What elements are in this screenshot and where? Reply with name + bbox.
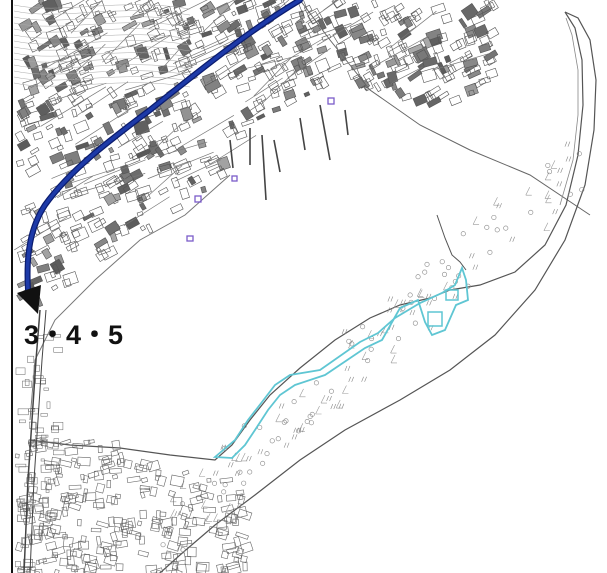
project-boundary-outline bbox=[212, 265, 469, 459]
poi-marker-2[interactable] bbox=[186, 235, 194, 242]
south-terrain-texture bbox=[13, 4, 254, 573]
poi-marker-1[interactable] bbox=[194, 195, 202, 203]
route-line[interactable] bbox=[25, 0, 302, 292]
harbor-piers bbox=[229, 104, 349, 201]
coastal-road bbox=[23, 309, 41, 573]
urban-block-texture bbox=[14, 0, 500, 308]
map-frame-border bbox=[11, 0, 13, 573]
sand-spit-outer-shore bbox=[159, 11, 597, 573]
sand-spit-inner-shore bbox=[29, 11, 584, 461]
poi-marker-4[interactable] bbox=[231, 175, 238, 182]
pier-boundary-line bbox=[436, 214, 467, 271]
poi-marker-3[interactable] bbox=[327, 97, 335, 105]
route-arrow-icon bbox=[17, 285, 41, 314]
coastal-road-edge bbox=[29, 309, 47, 573]
bay-coastline-west bbox=[29, 174, 231, 421]
sand-spit-inner-shore-2 bbox=[559, 17, 579, 206]
facility-square-1 bbox=[427, 311, 443, 327]
route-number-label: 3・4・5 bbox=[24, 320, 124, 350]
facility-square-2 bbox=[445, 289, 459, 301]
bay-coastline-north bbox=[299, 0, 591, 216]
